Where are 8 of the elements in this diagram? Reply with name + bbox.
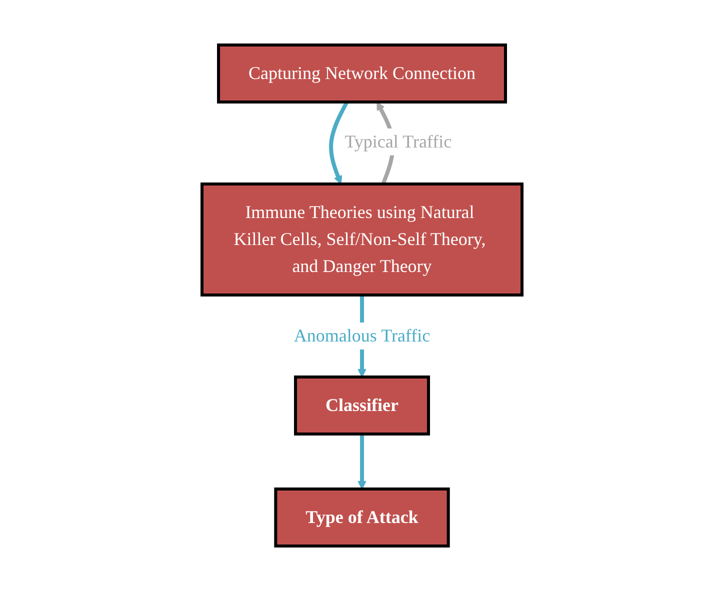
node-box: Immune Theories using Natural Killer Cells, Self/Non-Self Theory, and Danger Theory	[200, 182, 523, 296]
arrow	[328, 100, 348, 184]
edge-label: Typical Traffic	[344, 130, 452, 151]
node-box: Type of Attack	[274, 487, 450, 547]
edge-label: Anomalous Traffic	[293, 325, 430, 345]
node-box: Capturing Network Connection	[216, 43, 506, 103]
node-box: Classifier	[294, 375, 430, 435]
arrow	[357, 434, 366, 489]
